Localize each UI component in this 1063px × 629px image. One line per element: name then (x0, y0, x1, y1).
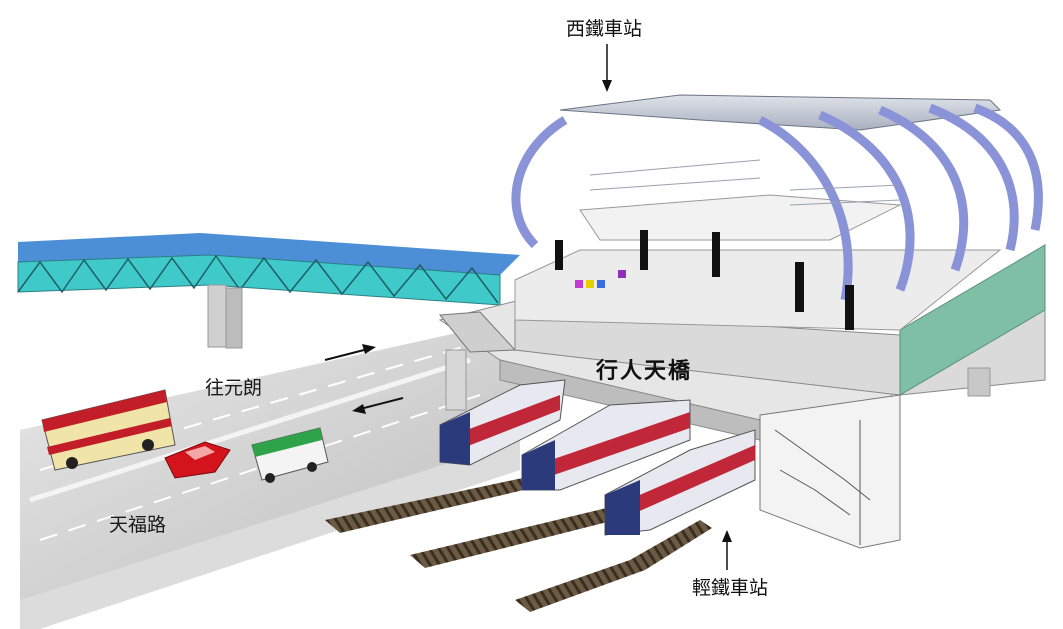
station-roof (559, 94, 1002, 131)
road-lane-line (39, 394, 481, 541)
bridge-pier (225, 287, 243, 349)
down-arrow-icon (602, 44, 612, 92)
track (325, 470, 575, 533)
track (515, 520, 712, 612)
west-rail-station-building (511, 94, 1046, 397)
concourse-pillar (445, 349, 467, 411)
double-decker-bus (41, 389, 176, 471)
light-rail-station-label: 輕鐵車站 (692, 577, 769, 599)
light-rail-tracks (325, 470, 712, 612)
stair-tower (759, 394, 901, 549)
platform-floor (514, 249, 1002, 331)
west-rail-station-label: 西鐵車站 (566, 18, 643, 40)
station-glazing (589, 159, 901, 206)
road-name-label: 天福路 (109, 514, 167, 536)
road-median (29, 357, 471, 503)
right-arrow-icon (324, 344, 376, 361)
lrt-train (521, 399, 691, 491)
station-pier (967, 367, 991, 397)
green-minibus (251, 427, 329, 483)
track (410, 470, 712, 568)
station-green-facade (899, 244, 1046, 396)
left-arrow-icon (352, 397, 404, 414)
bridge-pier (207, 284, 227, 348)
station-columns (555, 230, 854, 330)
concourse-upper-floor (579, 194, 902, 241)
bridge-roof (18, 233, 520, 275)
footbridge-label: 行人天橋 (596, 358, 693, 384)
road-lower-edge (20, 440, 520, 629)
road-direction-label: 往元朗 (205, 377, 263, 399)
up-arrow-icon (722, 530, 732, 570)
red-car (164, 441, 231, 479)
roof-arches (511, 103, 1043, 301)
footbridge-span (17, 233, 520, 349)
lrt-train (439, 379, 566, 466)
lrt-train (604, 429, 756, 536)
platform-signs (575, 270, 626, 288)
